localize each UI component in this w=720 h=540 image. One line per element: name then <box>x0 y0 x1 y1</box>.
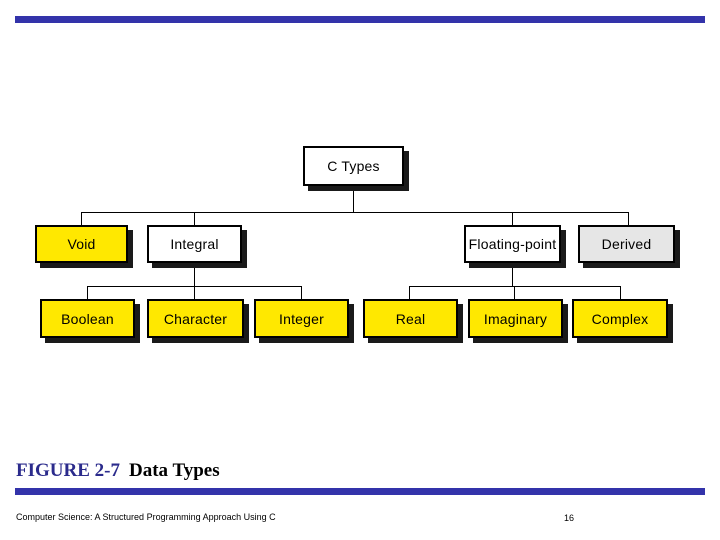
node-integral-label: Integral <box>170 236 219 252</box>
bottom-rule <box>15 488 705 495</box>
node-integral[interactable]: Integral <box>147 225 242 263</box>
edge-to-real <box>409 286 410 299</box>
figure-caption-number: FIGURE 2-7 <box>16 460 120 481</box>
node-integer[interactable]: Integer <box>254 299 349 338</box>
edge-to-integral <box>194 212 195 225</box>
node-boolean[interactable]: Boolean <box>40 299 135 338</box>
edge-level1-bus <box>81 212 628 213</box>
node-boolean-label: Boolean <box>61 310 114 327</box>
node-floating-point[interactable]: Floating-point <box>464 225 561 263</box>
edge-to-imaginary <box>514 286 515 299</box>
figure-caption-title: Data Types <box>128 460 220 481</box>
figure-caption: FIGURE 2-7 Data Types <box>16 460 220 482</box>
footer-book-title: Computer Science: A Structured Programmi… <box>16 512 276 522</box>
edge-to-floating-point <box>512 212 513 225</box>
node-void-label: Void <box>67 236 96 252</box>
edge-to-derived <box>628 212 629 225</box>
node-imaginary[interactable]: Imaginary <box>468 299 563 338</box>
node-derived-label: Derived <box>601 236 652 252</box>
node-real-label: Real <box>395 310 426 327</box>
node-derived[interactable]: Derived <box>578 225 675 263</box>
footer-page-number: 16 <box>564 513 575 523</box>
edge-integral-stem <box>194 263 195 286</box>
node-character[interactable]: Character <box>147 299 244 338</box>
node-c-types-label: C Types <box>327 158 380 174</box>
node-void[interactable]: Void <box>35 225 128 263</box>
node-real[interactable]: Real <box>363 299 458 338</box>
node-complex-label: Complex <box>591 310 649 327</box>
edge-to-boolean <box>87 286 88 299</box>
node-character-label: Character <box>163 310 228 327</box>
node-imaginary-label: Imaginary <box>483 310 548 327</box>
top-rule <box>15 16 705 23</box>
node-integer-label: Integer <box>279 310 324 327</box>
data-types-tree-diagram: C Types Void Integral Floating-point Der… <box>35 146 675 338</box>
edge-to-integer <box>301 286 302 299</box>
edge-floating-point-stem <box>512 263 513 286</box>
edge-root-stem <box>353 186 354 212</box>
node-floating-point-label: Floating-point <box>468 236 557 252</box>
edge-to-complex <box>620 286 621 299</box>
edge-to-character <box>194 286 195 299</box>
edge-to-void <box>81 212 82 225</box>
node-complex[interactable]: Complex <box>572 299 668 338</box>
node-c-types[interactable]: C Types <box>303 146 404 186</box>
